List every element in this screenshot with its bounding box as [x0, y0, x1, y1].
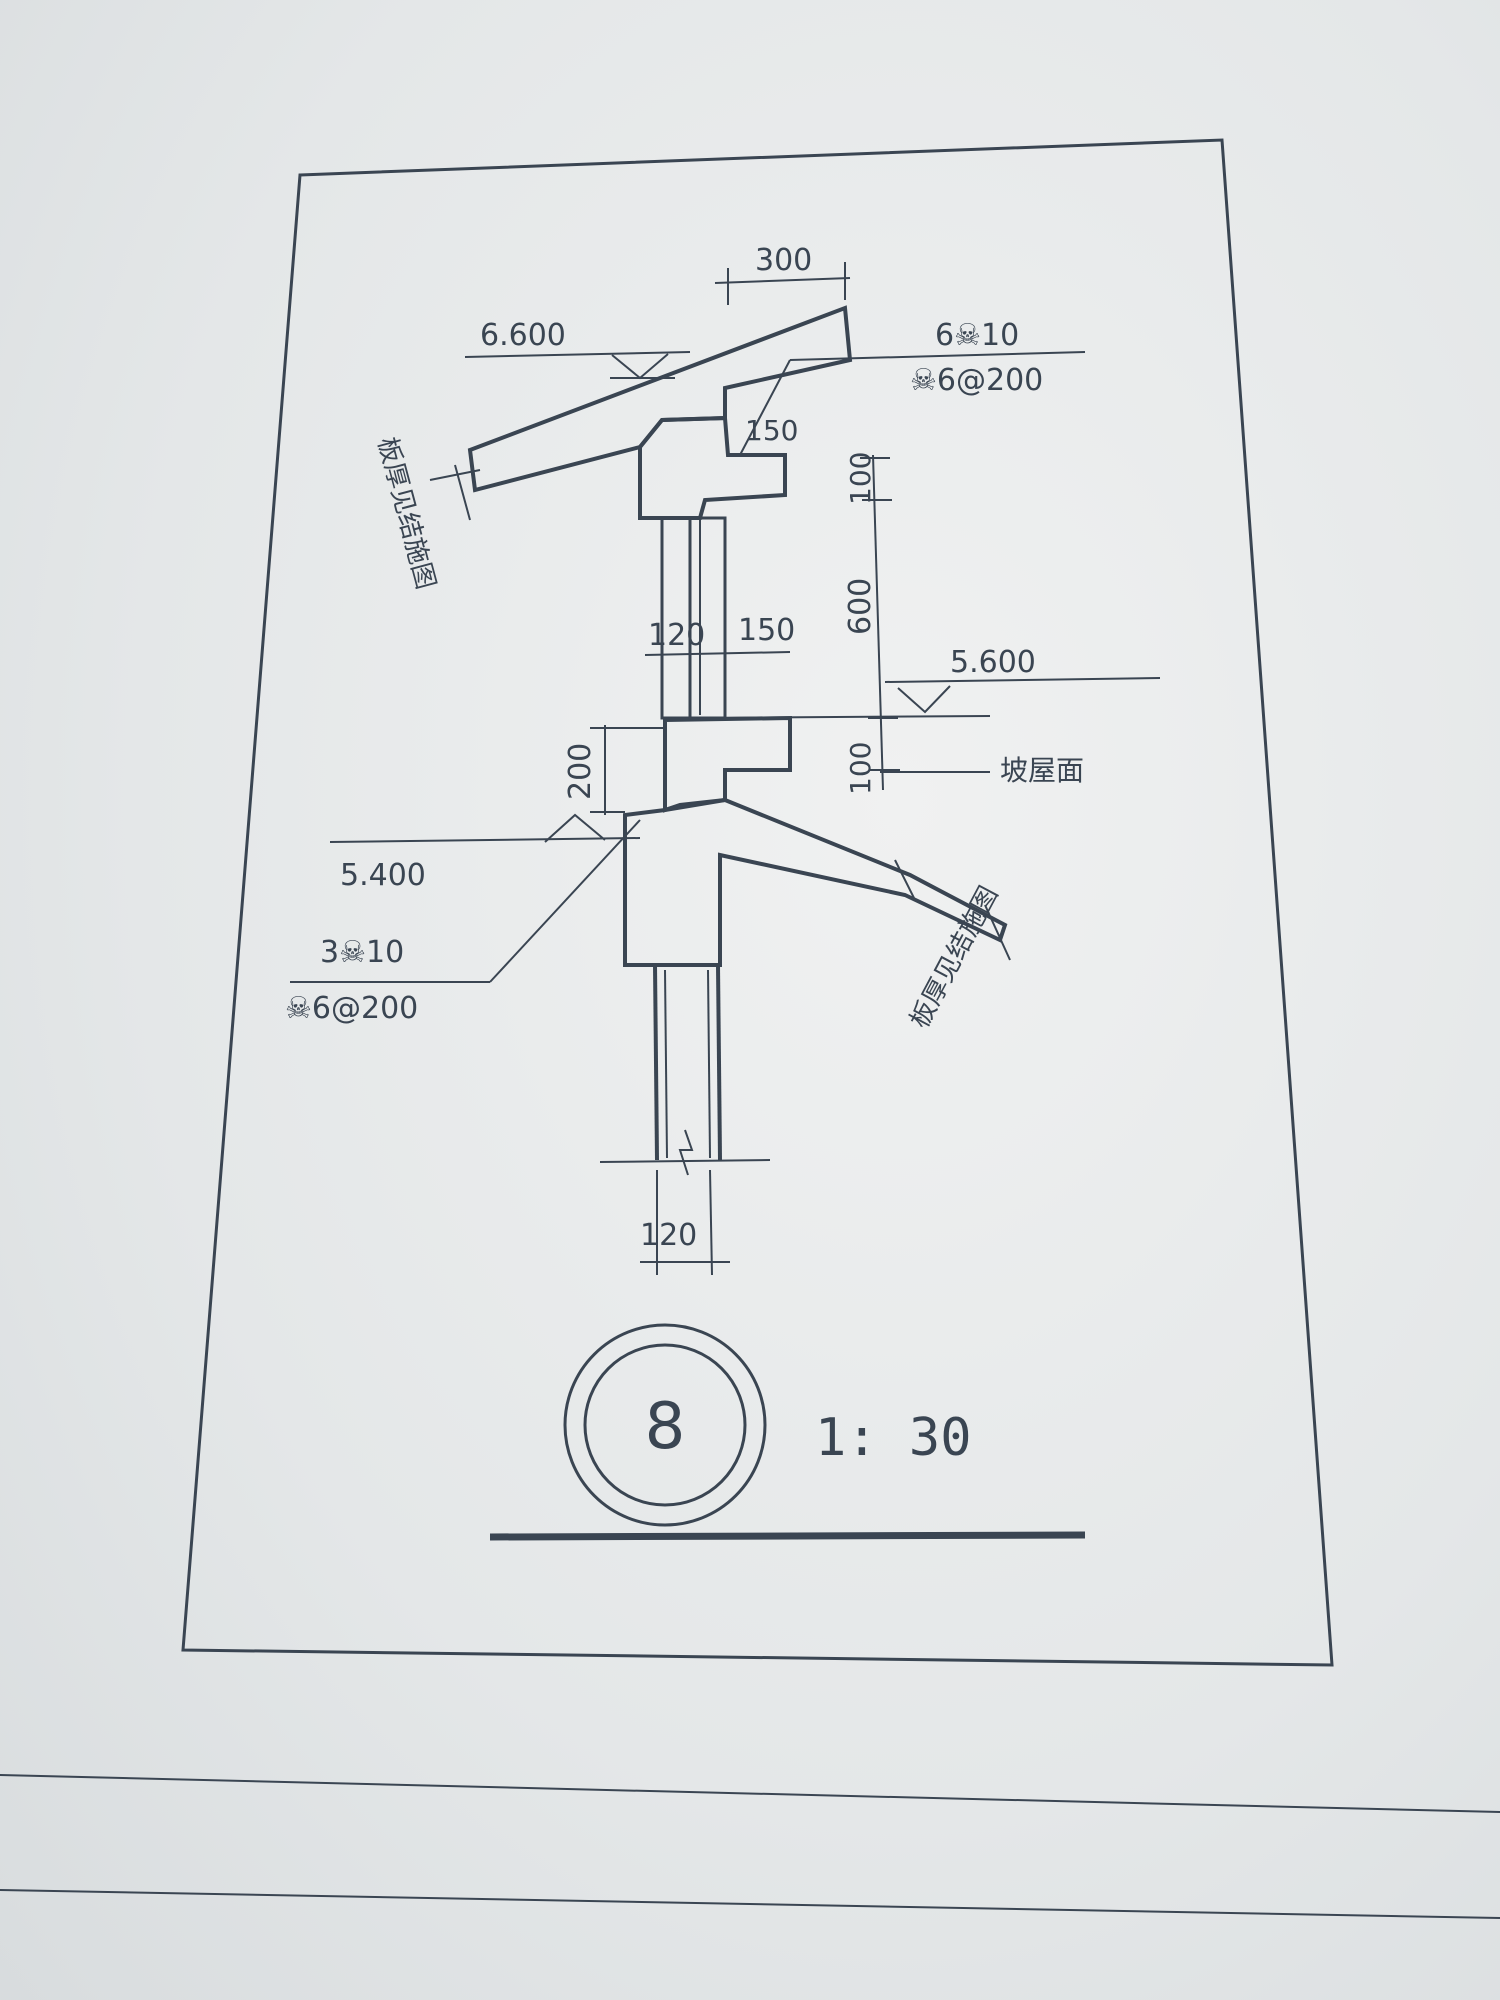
rebar-lower-main: 3☠10: [320, 935, 404, 970]
sheet-edge-line: [0, 1889, 1500, 1919]
dim-left-thick: 120: [648, 618, 705, 653]
elev-top-line: [464, 351, 691, 358]
lower-slab-break: [894, 859, 916, 901]
dim-top-width: 300: [755, 243, 812, 278]
wall-break-zigzag: [678, 1129, 694, 1176]
lower-rebar-leader: [489, 819, 641, 983]
lower-roof-slab: [623, 797, 1008, 967]
lower-slab-leader: [984, 904, 1011, 961]
dim-right-vertical: [872, 454, 884, 791]
detail-circle-outer: [563, 1323, 767, 1527]
dim-right-thick: 150: [738, 613, 795, 648]
elev-top-label: 6.600: [480, 318, 566, 353]
slope-roof-note: 坡屋面: [1000, 754, 1084, 787]
scale-label: 1: 30: [815, 1408, 972, 1468]
dim-lower-beam: 200: [563, 743, 598, 800]
detail-circle-inner: [583, 1343, 747, 1507]
wall-inner-right: [707, 969, 711, 1159]
dim-lower-gap: 100: [844, 742, 877, 795]
lower-ring-beam: [663, 715, 792, 813]
elev-mid-mark: [897, 685, 951, 714]
sheet-edge-line: [0, 1774, 1500, 1813]
dim-bottom-tick-r: [709, 1169, 713, 1276]
dim-mid-line: [644, 651, 791, 656]
rebar-lower-stirrup: ☠6@200: [285, 991, 418, 1026]
elev-mid-line: [884, 677, 1161, 683]
elev-bottom-line: [329, 837, 641, 843]
wall-inner-left: [664, 969, 668, 1159]
detail-underline: [489, 1531, 1086, 1541]
detail-number: 8: [645, 1390, 686, 1464]
lower-slab-note: 板厚见结施图: [905, 881, 1005, 1033]
elev-bottom-label: 5.400: [340, 858, 426, 893]
elev-bottom-mark: [544, 813, 606, 843]
upper-ring-beam: [638, 415, 787, 520]
elev-top-mark: [611, 353, 669, 380]
dim-upper-ledge: 150: [745, 414, 798, 447]
upper-slab-note: 板厚见结施图: [371, 434, 440, 592]
rebar-upper-stirrup: ☠6@200: [910, 363, 1043, 398]
drawing-frame: [181, 138, 1334, 1667]
dim-top-line: [714, 277, 851, 284]
upper-rebar-leader: [739, 359, 791, 456]
elev-mid-label: 5.600: [950, 645, 1036, 680]
upper-slab-leader: [429, 469, 481, 481]
wall-right-edge: [716, 964, 722, 1161]
wall-left-edge: [653, 964, 659, 1161]
rebar-upper-main: 6☠10: [935, 318, 1019, 353]
dim-upper-gap: 100: [844, 452, 877, 505]
upper-rebar-leader-h: [789, 351, 1086, 361]
wall-break-line: [599, 1159, 771, 1163]
dim-window-height: 600: [843, 578, 878, 635]
dim-wall-thickness: 120: [640, 1218, 697, 1253]
